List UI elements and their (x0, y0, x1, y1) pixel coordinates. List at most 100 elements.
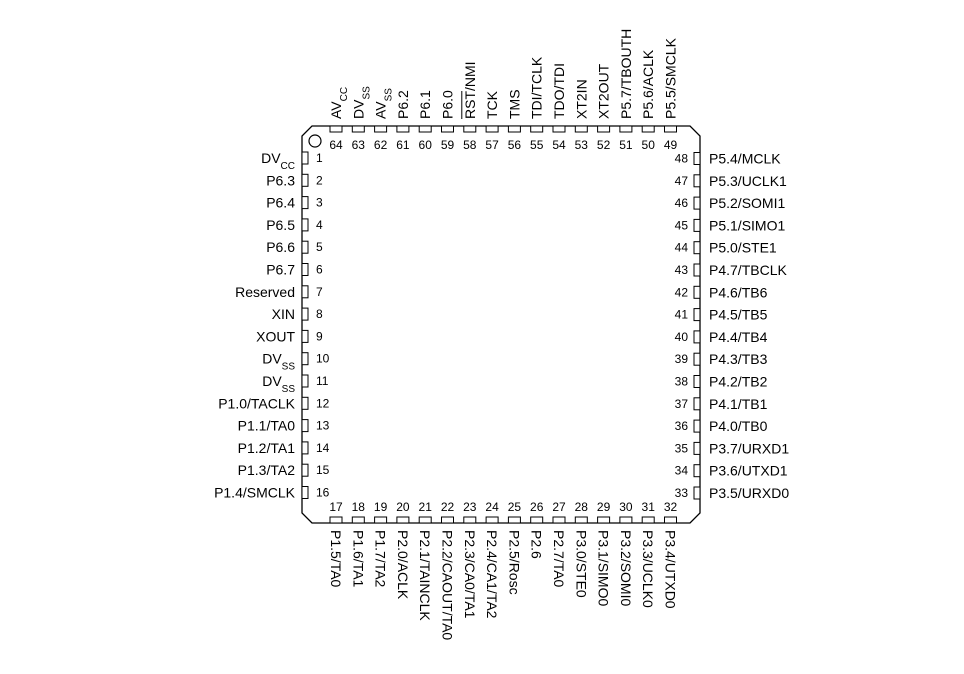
pin-pad-41 (693, 308, 701, 322)
pin-number-46: 46 (675, 196, 689, 210)
pin-number-6: 6 (316, 263, 323, 277)
pin-label-1: DVCC (261, 150, 295, 172)
pin-number-30: 30 (619, 500, 633, 514)
pin-number-14: 14 (316, 441, 330, 455)
pin-label-43: P4.7/TBCLK (709, 262, 787, 278)
pin-label-49: P5.5/SMCLK (663, 37, 679, 119)
pin-number-56: 56 (508, 138, 522, 152)
pin-number-24: 24 (485, 500, 499, 514)
pin-pad-43 (693, 263, 701, 277)
pin-label-37: P4.1/TB1 (709, 396, 768, 412)
pin-pad-61 (396, 125, 410, 133)
pin-label-53: XT2IN (573, 79, 589, 119)
pin-label-2: P6.3 (266, 172, 295, 188)
pin-pad-1 (301, 151, 309, 165)
pin-label-51: P5.7/TBOUTH (618, 29, 634, 119)
pin-pad-15 (301, 463, 309, 477)
pin-number-52: 52 (597, 138, 611, 152)
pin-number-12: 12 (316, 396, 330, 410)
pin-number-11: 11 (316, 374, 329, 388)
pin-number-44: 44 (675, 241, 689, 255)
pin-pad-26 (530, 516, 544, 524)
pin-pad-50 (641, 125, 655, 133)
pin-label-12: P1.0/TACLK (218, 395, 295, 411)
pin-label-64: AVCC (328, 87, 350, 119)
pin-group: 1DVCC2P6.33P6.44P6.55P6.66P6.77Reserved8… (214, 29, 789, 641)
pin-number-32: 32 (664, 500, 678, 514)
pin-number-54: 54 (552, 138, 566, 152)
pin-number-19: 19 (374, 500, 388, 514)
pin-label-44: P5.0/STE1 (709, 240, 777, 256)
pin-label-39: P4.3/TB3 (709, 351, 768, 367)
pin-label-5: P6.6 (266, 239, 295, 255)
pin-number-45: 45 (675, 218, 689, 232)
pin-pad-24 (485, 516, 499, 524)
pin-number-28: 28 (575, 500, 589, 514)
pin-number-61: 61 (396, 138, 410, 152)
pin-number-55: 55 (530, 138, 544, 152)
pin-pad-55 (530, 125, 544, 133)
pin-label-27: P2.7/TA0 (551, 530, 567, 588)
pin-pad-49 (664, 125, 677, 133)
pin-pad-59 (441, 125, 454, 133)
pin-number-29: 29 (597, 500, 611, 514)
pin-number-10: 10 (316, 352, 330, 366)
pin-label-23: P2.3/CA0/TA1 (462, 530, 478, 619)
pin-pad-58 (463, 125, 477, 133)
pin-pad-46 (693, 196, 701, 210)
pin-label-17: P1.5/TA0 (328, 530, 344, 588)
pin-label-11: DVSS (262, 373, 295, 395)
pin-pad-42 (693, 285, 701, 299)
pin-number-58: 58 (463, 138, 477, 152)
pin-pad-64 (329, 125, 343, 133)
pin-pad-8 (301, 307, 309, 321)
pin-pad-5 (301, 240, 309, 254)
pin-number-43: 43 (675, 263, 689, 277)
pin-pad-60 (418, 125, 432, 133)
pin-number-2: 2 (316, 173, 323, 187)
pin-label-28: P3.0/STE0 (573, 530, 589, 598)
pin-label-61: P6.2 (395, 90, 411, 119)
pin-pad-29 (597, 516, 611, 524)
pin-label-60: P6.1 (417, 90, 433, 119)
pin-label-8: XIN (272, 306, 295, 322)
pin-label-10: DVSS (262, 351, 295, 373)
pin-pad-40 (693, 330, 701, 344)
pin-pad-18 (351, 516, 365, 524)
pin-pad-21 (418, 516, 432, 524)
pin-number-15: 15 (316, 463, 330, 477)
pin-number-53: 53 (575, 138, 589, 152)
pin-number-48: 48 (675, 152, 689, 166)
pin-number-40: 40 (675, 330, 689, 344)
pin-label-42: P4.6/TB6 (709, 284, 768, 300)
pin-pad-17 (329, 516, 343, 524)
pin-number-57: 57 (485, 138, 499, 152)
pin-number-42: 42 (675, 285, 689, 299)
pin-number-23: 23 (463, 500, 477, 514)
pin-label-54: TDO/TDI (551, 63, 567, 119)
pin-pad-10 (301, 352, 309, 366)
pin-label-38: P4.2/TB2 (709, 374, 768, 390)
pin-number-26: 26 (530, 500, 544, 514)
pin-number-37: 37 (675, 397, 689, 411)
pin-label-59: P6.0 (440, 90, 456, 119)
pin-pad-23 (463, 516, 477, 524)
pin-label-19: P1.7/TA2 (373, 530, 389, 588)
pin-pad-38 (693, 375, 701, 388)
pin-label-21: P2.1/TAINCLK (417, 530, 433, 621)
pin-label-9: XOUT (256, 328, 295, 344)
pin-label-26: P2.6 (529, 530, 545, 559)
pin-label-48: P5.4/MCLK (709, 151, 781, 167)
pin-pad-53 (574, 125, 588, 133)
pin-label-56: TMS (506, 89, 522, 119)
pin-label-22: P2.2/CAOUT/TA0 (440, 530, 456, 640)
pin-pad-2 (301, 173, 309, 187)
pin-pad-28 (574, 516, 588, 524)
pin-pad-52 (597, 125, 611, 133)
pin-label-18: P1.6/TA1 (350, 530, 366, 588)
pin-number-17: 17 (329, 500, 343, 514)
pin-number-18: 18 (352, 500, 366, 514)
pin-pad-6 (301, 263, 309, 276)
pin-pad-54 (552, 125, 566, 133)
pin-pad-31 (641, 516, 655, 524)
